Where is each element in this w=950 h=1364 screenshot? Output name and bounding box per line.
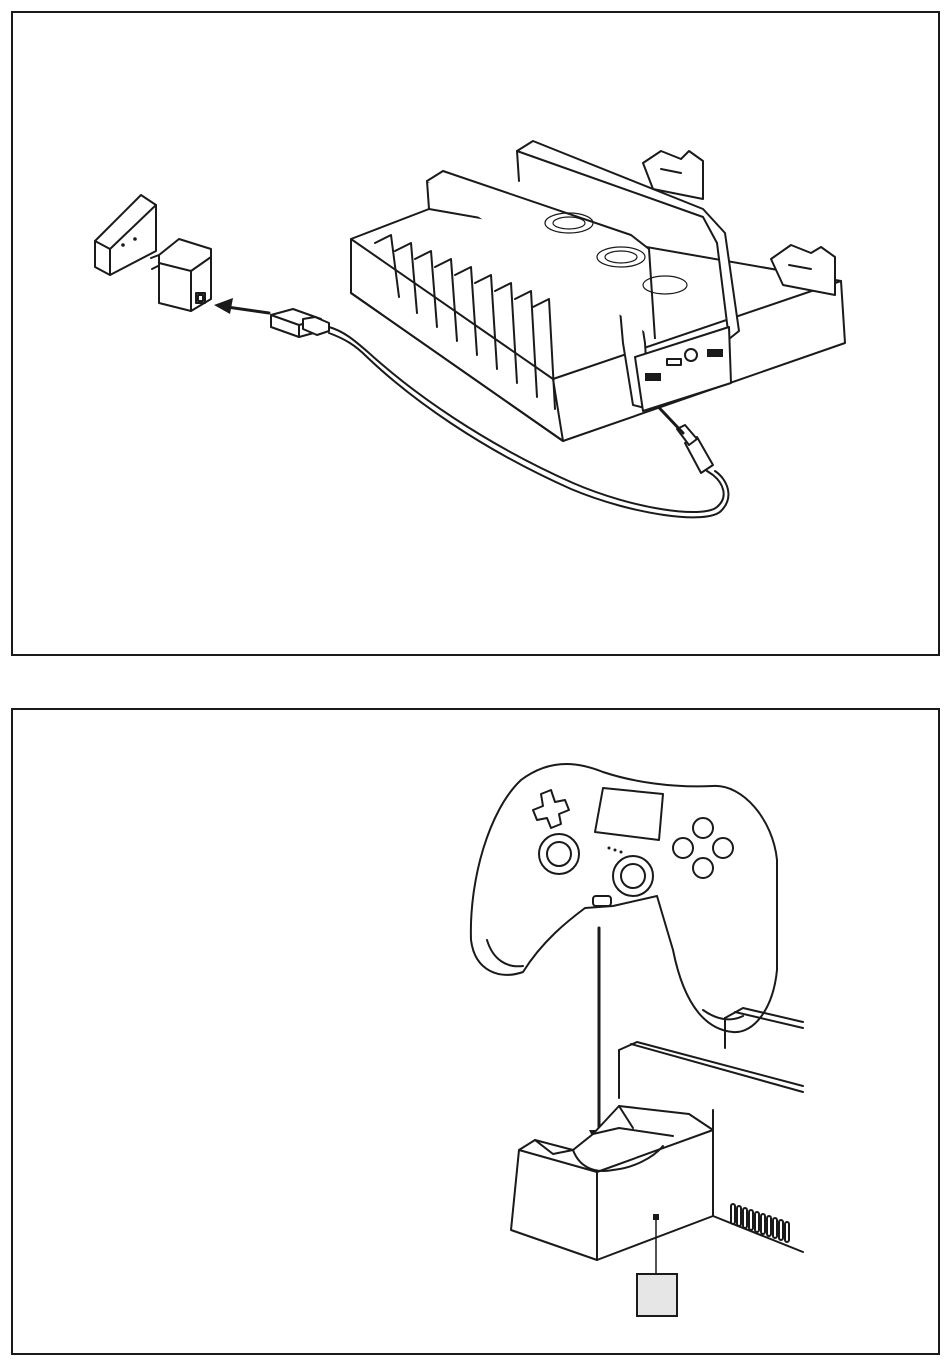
charge-indicator-led xyxy=(653,1214,659,1220)
arrow-left-icon xyxy=(214,298,269,314)
charging-stand xyxy=(351,141,845,441)
figure-controller-docking xyxy=(11,708,940,1355)
usb-a-plug xyxy=(271,309,329,337)
left-thumbstick xyxy=(539,834,579,874)
arrow-down-icon xyxy=(589,928,609,1150)
power-connection-illustration xyxy=(13,13,942,658)
figure-power-connection xyxy=(11,11,940,656)
adapter-cap xyxy=(95,195,156,275)
vent-slots xyxy=(731,1204,789,1242)
ac-power-adapter xyxy=(151,239,211,311)
charging-dock xyxy=(511,1106,713,1260)
game-controller xyxy=(471,764,777,1032)
right-thumbstick xyxy=(613,856,653,896)
usb-port xyxy=(645,373,661,381)
controller-docking-illustration xyxy=(13,710,942,1357)
callout-box xyxy=(637,1274,677,1316)
